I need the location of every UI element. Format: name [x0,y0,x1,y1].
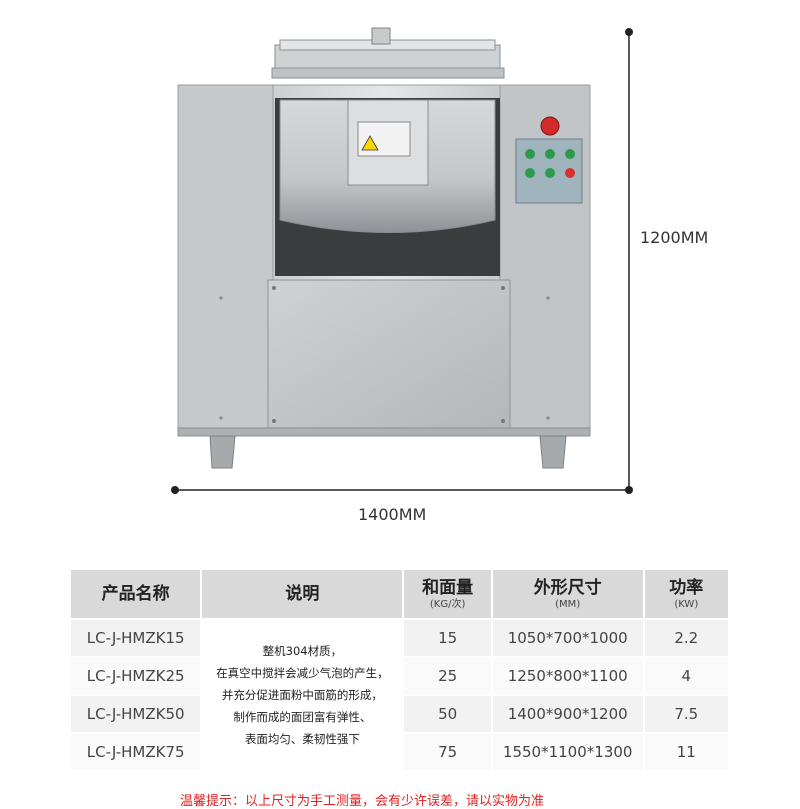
lid [271,27,505,79]
dough-mixer-illustration [171,27,633,494]
cell-model: LC-J-HMZK25 [71,658,201,694]
cell-model: LC-J-HMZK50 [71,696,201,732]
width-dimension-line [171,486,629,494]
width-dimension-label: 1400MM [358,505,427,524]
left-leg [209,435,236,469]
cell-description: 整机304材质， 在真空中搅拌会减少气泡的产生， 并充分促进面粉中面筋的形成， … [202,620,403,770]
header-dimensions: 外形尺寸(MM) [492,570,643,618]
header-capacity: 和面量(KG/次) [404,570,491,618]
control-panel [515,116,583,204]
cell-power: 11 [644,734,728,770]
cell-size: 1250*800*1100 [492,658,643,694]
description-line: 并充分促进面粉中面筋的形成， [221,688,383,702]
description-line: 在真空中搅拌会减少气泡的产生， [216,666,389,680]
table-row: LC-J-HMZK75 75 1550*1100*1300 11 [71,734,728,770]
emergency-stop-icon [540,116,560,136]
table-row: LC-J-HMZK50 50 1400*900*1200 7.5 [71,696,728,732]
cell-size: 1550*1100*1300 [492,734,643,770]
height-dimension-label: 1200MM [640,228,709,247]
table-row: LC-J-HMZK15 整机304材质， 在真空中搅拌会减少气泡的产生， 并充分… [71,620,728,770]
cell-capacity: 25 [404,658,491,694]
cell-model: LC-J-HMZK15 [71,620,201,656]
header-description: 说明 [202,570,403,618]
cell-power: 7.5 [644,696,728,732]
cell-power: 2.2 [644,620,728,656]
cell-size: 1050*700*1000 [492,620,643,656]
table-row: LC-J-HMZK25 25 1250*800*1100 4 [71,658,728,694]
description-line: 表面均匀、柔韧性强下 [244,732,360,746]
table-header-row: 产品名称 说明 和面量(KG/次) 外形尺寸(MM) 功率(KW) [71,570,728,618]
front-panel [267,279,511,429]
height-dimension-line [625,28,633,494]
cell-size: 1400*900*1200 [492,696,643,732]
cell-capacity: 75 [404,734,491,770]
cell-power: 4 [644,658,728,694]
header-product-name: 产品名称 [71,570,201,618]
right-leg [539,435,567,469]
cell-capacity: 50 [404,696,491,732]
cell-capacity: 15 [404,620,491,656]
warning-label [357,121,411,157]
description-line: 整机304材质， [262,644,343,658]
product-photo-area: 1200MM 1400MM [171,27,709,524]
description-line: 制作而成的面团富有弹性、 [233,710,372,724]
cell-model: LC-J-HMZK75 [71,734,201,770]
header-power: 功率(KW) [644,570,728,618]
spec-table: 产品名称 说明 和面量(KG/次) 外形尺寸(MM) 功率(KW) LC-J-H… [69,568,730,772]
